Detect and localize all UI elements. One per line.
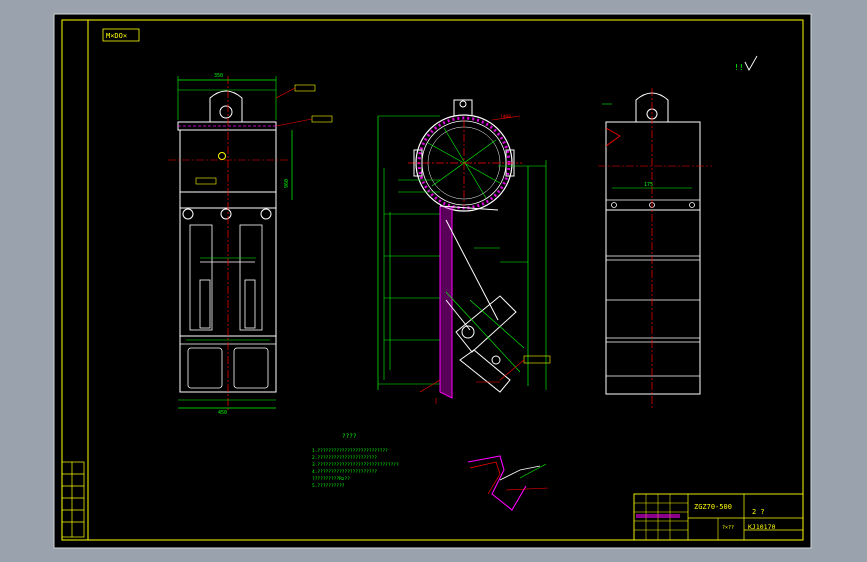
- part-number: ZGZ70-500: [694, 503, 732, 511]
- left-revision-strip: [61, 461, 85, 538]
- frame-tag-box: [102, 28, 140, 42]
- front-bottom-width-dim: 450: [218, 410, 227, 416]
- tech-note-5: ??????????Rz??: [312, 476, 350, 482]
- roughness-check-icon: [744, 55, 758, 71]
- drawing-number: KJ10170: [748, 523, 775, 531]
- tech-note-4: 4.??????????????????????: [312, 469, 377, 475]
- roughness-mark: !!: [734, 63, 744, 72]
- technical-notes: ???? 1.?????????????????????????? 2.????…: [312, 433, 399, 489]
- section-view: ?400: [377, 99, 551, 404]
- ring-callout: ?400: [500, 114, 511, 120]
- tech-note-6: 5.??????????: [312, 483, 345, 489]
- scale-label: 2 ?: [752, 508, 765, 516]
- tech-note-1: 1.??????????????????????????: [312, 448, 388, 454]
- front-view: 350 450 960: [168, 73, 333, 416]
- side-width-dim: 175: [644, 182, 653, 188]
- sheet-label: ?×??: [722, 525, 734, 531]
- frame-tag: M×DO×: [106, 32, 127, 40]
- tech-notes-title: ????: [342, 433, 357, 440]
- detail-view: [467, 455, 549, 511]
- front-height-dim: 960: [284, 179, 290, 188]
- tech-note-2: 2.??????????????????????: [312, 455, 377, 461]
- front-top-width-dim: 350: [214, 73, 223, 79]
- tech-note-3: 3.??????????????????????????????: [312, 462, 399, 468]
- title-block: ZGZ70-500 2 ? ?×?? KJ10170: [633, 493, 804, 541]
- inner-border: [87, 19, 804, 541]
- drawing-sheet: [53, 13, 812, 549]
- side-view: 175: [598, 88, 712, 410]
